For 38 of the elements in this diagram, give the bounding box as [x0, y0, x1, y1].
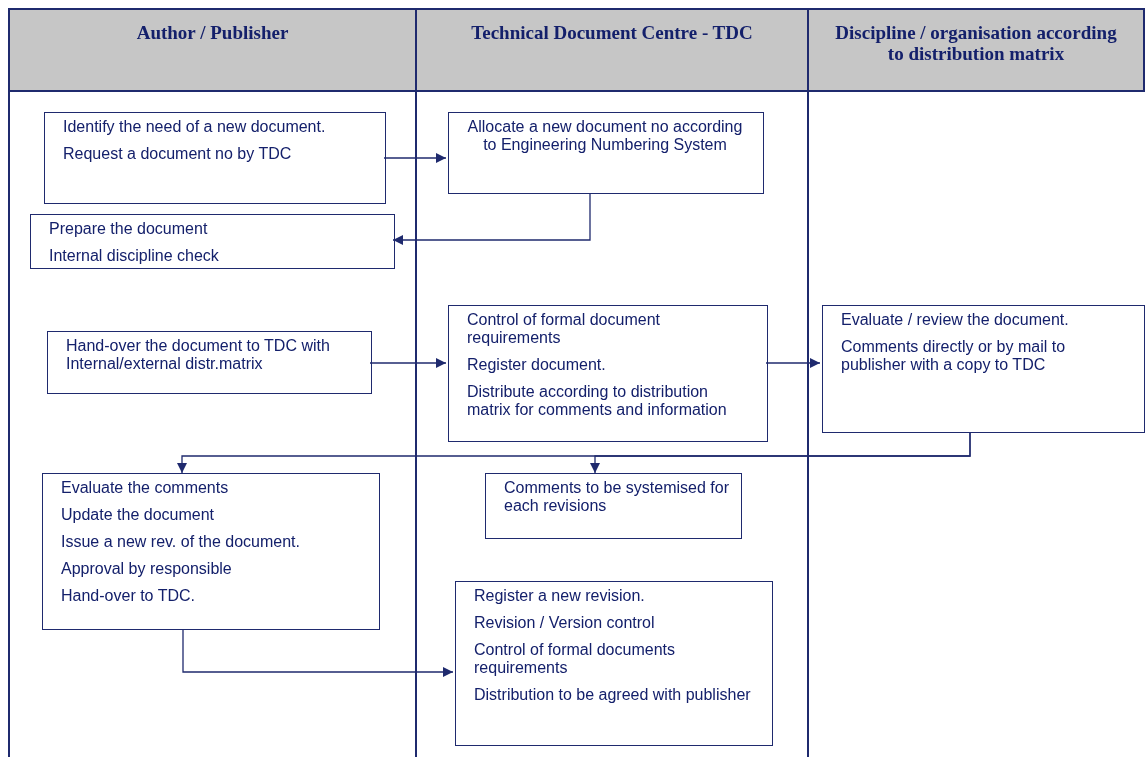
process-step-text: Control of formal document requirements: [467, 311, 661, 347]
process-step-text: Evaluate the comments: [61, 479, 230, 497]
process-step-text: Identify the need of a new document.: [63, 118, 327, 136]
process-box: [455, 581, 773, 746]
process-step-text: Allocate a new document no according to Engineering Numbering System: [466, 118, 744, 154]
swimlane: [807, 8, 1145, 757]
process-box: [822, 305, 1145, 433]
process-step-text: Hand-over the document to TDC with Internal/external distr.matrix: [66, 337, 331, 373]
swimlane: [415, 8, 807, 757]
process-step-text: Register document.: [467, 356, 607, 374]
process-step-text: Approval by responsible: [61, 560, 233, 578]
process-box: [30, 214, 395, 269]
process-step-text: Control of formal documents requirements: [474, 641, 676, 677]
process-step-text: Register a new revision.: [474, 587, 646, 605]
process-step-text: Evaluate / review the document.: [841, 311, 1070, 329]
lane-header: Discipline / organisation according to distribution matrix: [809, 8, 1145, 92]
process-box: [448, 305, 768, 442]
process-step-text: Distribute according to distribution matrix for comments and information: [467, 383, 728, 419]
process-step-text: Distribution to be agreed with publisher: [474, 686, 752, 704]
process-box: [44, 112, 386, 204]
swimlane: [8, 8, 415, 757]
process-box: [485, 473, 742, 539]
process-step-text: Comments directly or by mail to publisher with a copy to TDC: [841, 338, 1067, 374]
process-step-text: Revision / Version control: [474, 614, 656, 632]
process-step-text: Issue a new rev. of the document.: [61, 533, 301, 551]
lane-header: Author / Publisher: [10, 8, 415, 92]
process-step-text: Hand-over to TDC.: [61, 587, 196, 605]
process-step-text: Comments to be systemised for each revisions: [504, 479, 729, 515]
process-box: [448, 112, 764, 194]
process-step-text: Prepare the document: [49, 220, 209, 238]
process-box: [47, 331, 372, 394]
process-step-text: Update the document: [61, 506, 215, 524]
process-box: [42, 473, 380, 630]
lane-header: Technical Document Centre - TDC: [417, 8, 807, 92]
arrow: [590, 432, 971, 474]
arrow: [182, 629, 454, 677]
process-step-text: Request a document no by TDC: [63, 145, 293, 163]
process-step-text: Internal discipline check: [49, 247, 220, 265]
